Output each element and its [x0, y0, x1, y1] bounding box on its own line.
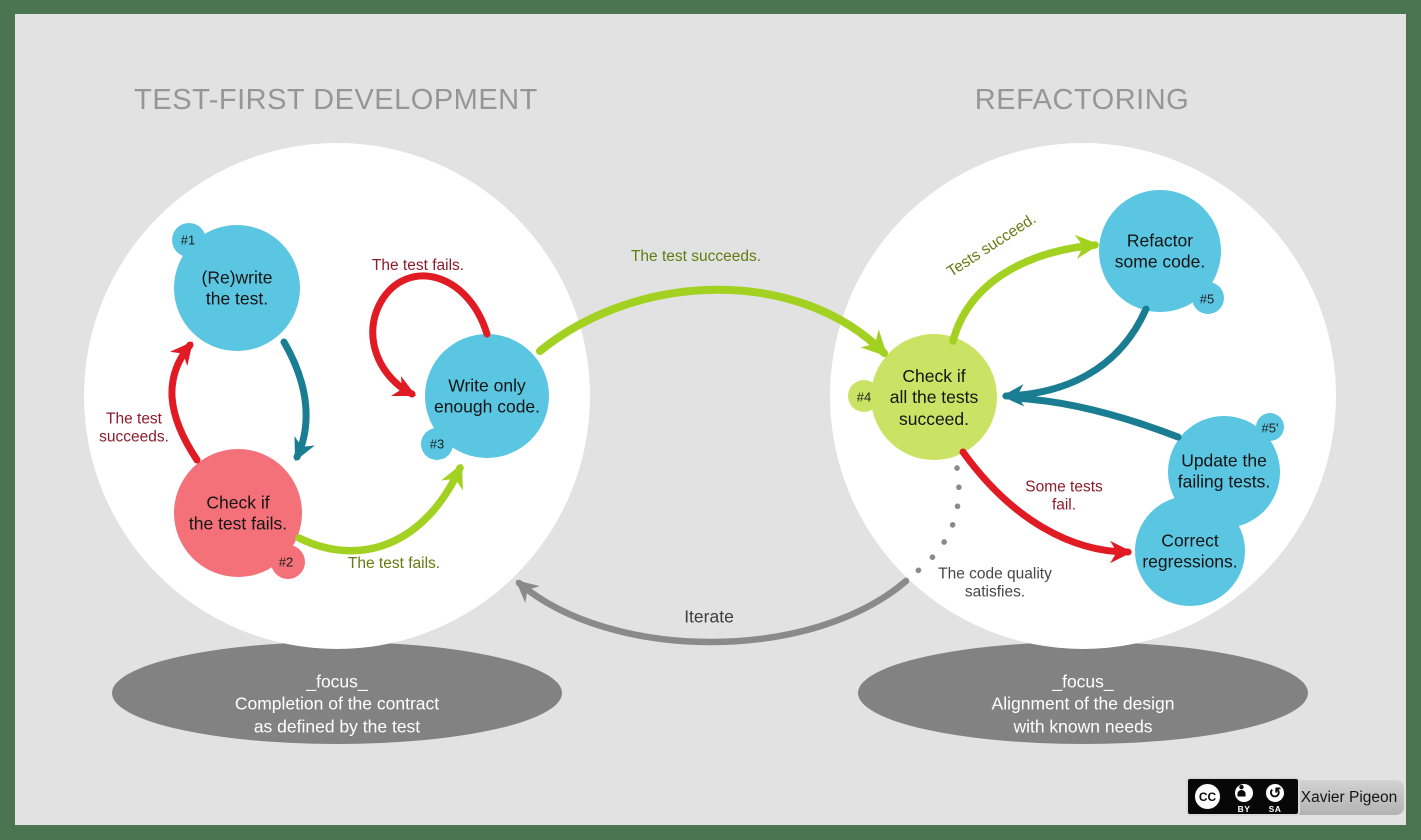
- edge-label-test-succeeds-left: The test succeeds.: [99, 410, 169, 446]
- edge-label-test-succeeds-mid: The test succeeds.: [630, 247, 762, 265]
- badge-3: #3: [429, 436, 445, 452]
- arrow-refactor-to-check: [1001, 305, 1150, 407]
- badge-1: #1: [180, 232, 196, 248]
- node-label-rewrite: (Re)write the test.: [201, 267, 273, 309]
- arrow-some-tests-fail: [959, 448, 1133, 564]
- cc-by-icon: [1233, 782, 1255, 804]
- author-credit: Xavier Pigeon: [1294, 780, 1404, 815]
- cc-sa-icon: ↺: [1264, 782, 1286, 804]
- node-correct-regressions: [1135, 496, 1245, 606]
- cc-icon: CC: [1193, 782, 1222, 811]
- arrow-update-tests-to-check: [1010, 394, 1182, 441]
- edge-label-test-fails-bottom: The test fails.: [347, 554, 441, 572]
- node-check-all-tests-succeed: [871, 334, 997, 460]
- arrow-iterate: [515, 577, 910, 646]
- node-check-test-fails: [174, 449, 302, 577]
- focus-text-left: _focus_ Completion of the contract as de…: [234, 671, 440, 737]
- cc-sa-label: SA: [1268, 804, 1282, 814]
- node-label-correct-regressions: Correct regressions.: [1142, 530, 1238, 572]
- focus-ellipse-right: [858, 642, 1308, 744]
- edge-label-iterate: Iterate: [684, 606, 734, 627]
- edge-label-some-tests-fail: Some tests fail.: [1025, 478, 1103, 514]
- dotted-code-quality-path: [905, 465, 962, 581]
- arrow-tests-succeed-to-refactor: [949, 234, 1100, 345]
- title-refactoring: REFACTORING: [974, 83, 1190, 116]
- node-rewrite-the-test: [174, 225, 300, 351]
- edge-label-test-fails-loop: The test fails.: [371, 256, 465, 274]
- badge-4: #4: [856, 389, 872, 405]
- arrow-test-succeeds-up: [168, 341, 201, 464]
- edge-label-code-quality: The code quality satisfies.: [938, 565, 1052, 601]
- author-name: Xavier Pigeon: [1300, 788, 1398, 806]
- title-test-first-development: TEST-FIRST DEVELOPMENT: [134, 83, 538, 116]
- node-refactor-some-code: [1099, 190, 1221, 312]
- arrow-test-succeeds-to-refactoring: [536, 285, 888, 357]
- share-alike-arrow-icon: ↺: [1268, 784, 1282, 802]
- badge-2: #2: [278, 554, 294, 570]
- node-write-only-enough-code: [425, 334, 549, 458]
- badge-5: #5: [1199, 291, 1215, 307]
- node-label-refactor: Refactor some code.: [1114, 230, 1206, 272]
- node-label-check-succeed: Check if all the tests succeed.: [889, 365, 979, 429]
- arrow-rewrite-to-check: [280, 338, 315, 462]
- cc-icon-label: CC: [1198, 789, 1217, 804]
- focus-ellipse-left: [112, 642, 562, 744]
- node-label-write-code: Write only enough code.: [433, 375, 541, 417]
- focus-text-right: _focus_ Alignment of the design with kno…: [991, 671, 1175, 737]
- cc-license-badge: CC BY ↺ SA: [1186, 777, 1300, 816]
- cc-by-label: BY: [1237, 804, 1251, 814]
- node-label-check-fails: Check if the test fails.: [188, 492, 288, 534]
- badge-5-prime: #5': [1261, 420, 1279, 436]
- arrow-test-fails-to-write-code: [295, 463, 464, 555]
- node-label-update-tests: Update the failing tests.: [1177, 450, 1271, 492]
- person-icon: [1237, 784, 1246, 797]
- arrow-test-fails-self-loop: [369, 272, 491, 398]
